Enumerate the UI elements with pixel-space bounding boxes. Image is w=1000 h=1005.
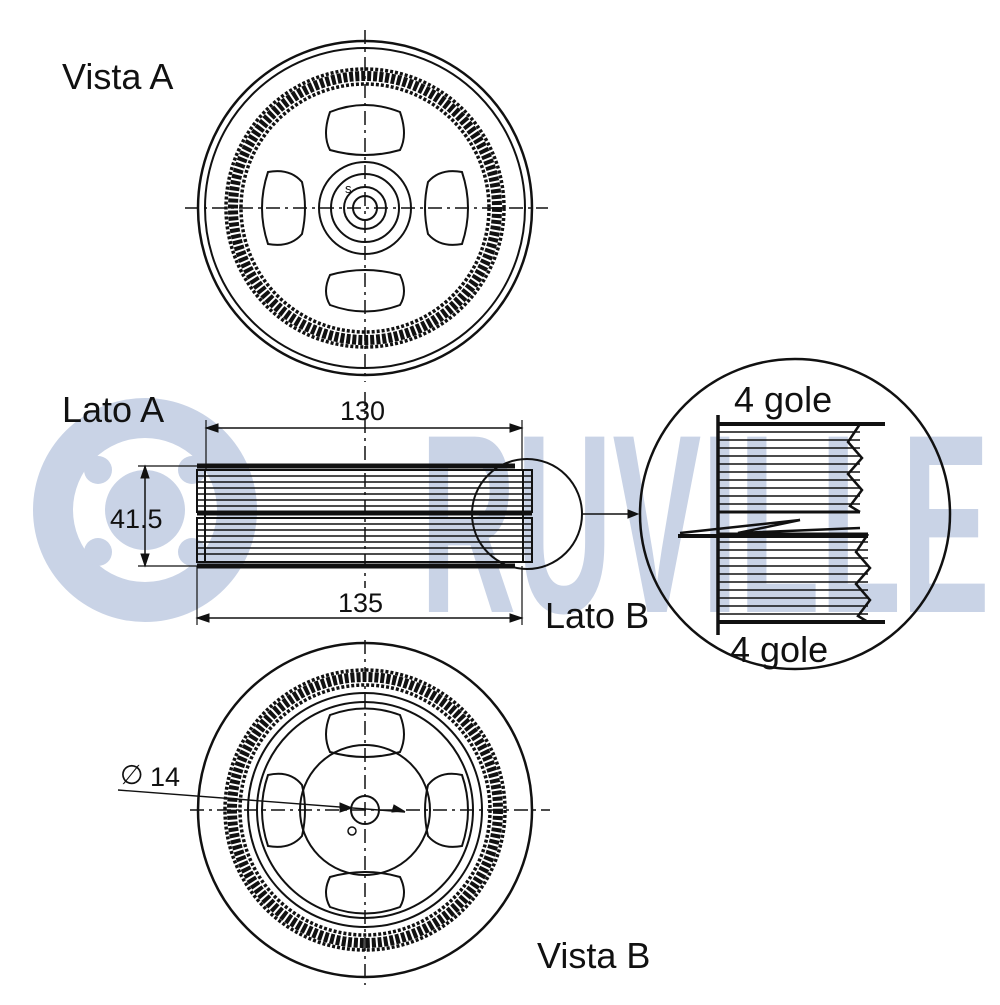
- vista-a-view: s: [185, 30, 548, 382]
- vista-b-label: Vista B: [537, 935, 650, 976]
- mark-s: s: [345, 181, 352, 196]
- dimension-135: 135: [338, 588, 383, 618]
- lato-a-label: Lato A: [62, 389, 164, 430]
- grooves-bottom-label: 4 gole: [730, 629, 828, 670]
- vista-b-view: [117, 640, 550, 985]
- lato-b-label: Lato B: [545, 595, 649, 636]
- vista-a-label: Vista A: [62, 56, 173, 97]
- dimension-130: 130: [340, 396, 385, 426]
- bore-diameter-value: 14: [150, 762, 180, 792]
- groove-detail: [638, 357, 952, 671]
- side-view: [138, 392, 640, 625]
- bore-diameter-symbol: ∅: [120, 760, 144, 790]
- dimension-41-5: 41.5: [110, 504, 163, 534]
- grooves-top-label: 4 gole: [734, 379, 832, 420]
- logo-emblem: [33, 398, 257, 622]
